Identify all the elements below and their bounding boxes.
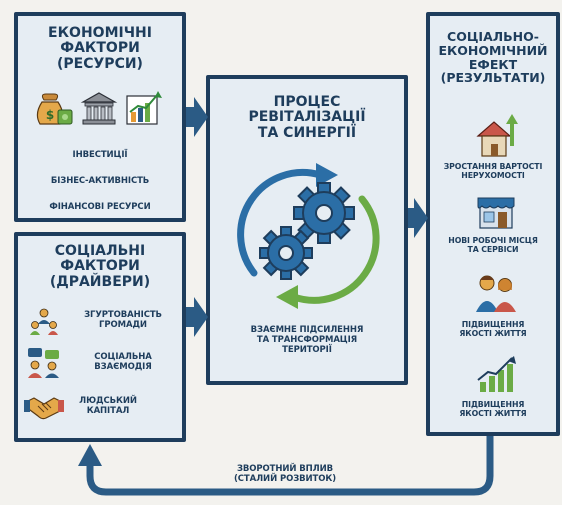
social-factors-box: СОЦІАЛЬНІ ФАКТОРИ (ДРАЙВЕРИ) ЗГУРТОВАНІС… <box>14 232 186 442</box>
quality-of-life-label-1: ПІДВИЩЕННЯ ЯКОСТІ ЖИТТЯ <box>459 320 527 339</box>
social-interaction-label: СОЦІАЛЬНА ВЗАЄМОДІЯ <box>94 352 152 373</box>
shop-icon <box>477 197 515 229</box>
feedback-label: ЗВОРОТНИЙ ВПЛИВ (СТАЛИЙ РОЗВИТОК) <box>234 464 336 485</box>
svg-text:$: $ <box>46 108 54 122</box>
investments-label: ІНВЕСТИЦІЇ <box>72 150 128 160</box>
community-icon <box>30 308 58 335</box>
results-box: СОЦІАЛЬНО- ЕКОНОМІЧНИЙ ЕФЕКТ (РЕЗУЛЬТАТИ… <box>426 12 560 436</box>
process-title: ПРОЦЕС РЕВІТАЛІЗАЦІЇ ТА СИНЕРГІЇ <box>248 94 366 141</box>
economic-to-process-arrow <box>186 97 208 137</box>
family-icon <box>476 275 516 312</box>
social-to-process-arrow <box>186 297 208 337</box>
process-box: ПРОЦЕС РЕВІТАЛІЗАЦІЇ ТА СИНЕРГІЇ <box>206 75 408 385</box>
interaction-icon <box>28 348 59 378</box>
handshake-icon <box>24 397 64 420</box>
process-caption: ВЗАЄМНЕ ПІДСИЛЕННЯ ТА ТРАНСФОРМАЦІЯ ТЕРИ… <box>250 325 364 356</box>
property-value-label: ЗРОСТАННЯ ВАРТОСТІ НЕРУХОМОСТІ <box>443 162 543 181</box>
economic-factors-title: ЕКОНОМІЧНІ ФАКТОРИ (РЕСУРСИ) <box>48 25 152 72</box>
new-jobs-label: НОВІ РОБОЧІ МІСЦЯ ТА СЕРВІСИ <box>448 236 538 255</box>
bank-icon <box>80 92 118 125</box>
house-growth-icon <box>476 114 518 157</box>
chart-up-icon <box>477 356 516 392</box>
quality-of-life-label-2: ПІДВИЩЕННЯ ЯКОСТІ ЖИТТЯ <box>459 400 527 419</box>
economic-factors-box: ЕКОНОМІЧНІ ФАКТОРИ (РЕСУРСИ) $ ІНВЕСТИЦІ… <box>14 12 186 222</box>
business-activity-label: БІЗНЕС-АКТИВНІСТЬ <box>50 176 150 186</box>
financial-resources-label: ФІНАНСОВІ РЕСУРСИ <box>49 202 151 212</box>
community-cohesion-label: ЗГУРТОВАНІСТЬ ГРОМАДИ <box>84 310 162 331</box>
money-bag-icon: $ <box>36 93 73 125</box>
process-to-results-arrow <box>408 198 428 238</box>
gears-cycle-icon <box>237 163 380 309</box>
social-factors-title: СОЦІАЛЬНІ ФАКТОРИ (ДРАЙВЕРИ) <box>49 243 151 290</box>
feedback-loop-arrow <box>78 436 494 496</box>
growth-chart-icon <box>126 91 162 125</box>
results-title: СОЦІАЛЬНО- ЕКОНОМІЧНИЙ ЕФЕКТ (РЕЗУЛЬТАТИ… <box>438 29 548 86</box>
human-capital-label: ЛЮДСЬКИЙ КАПІТАЛ <box>79 396 137 417</box>
